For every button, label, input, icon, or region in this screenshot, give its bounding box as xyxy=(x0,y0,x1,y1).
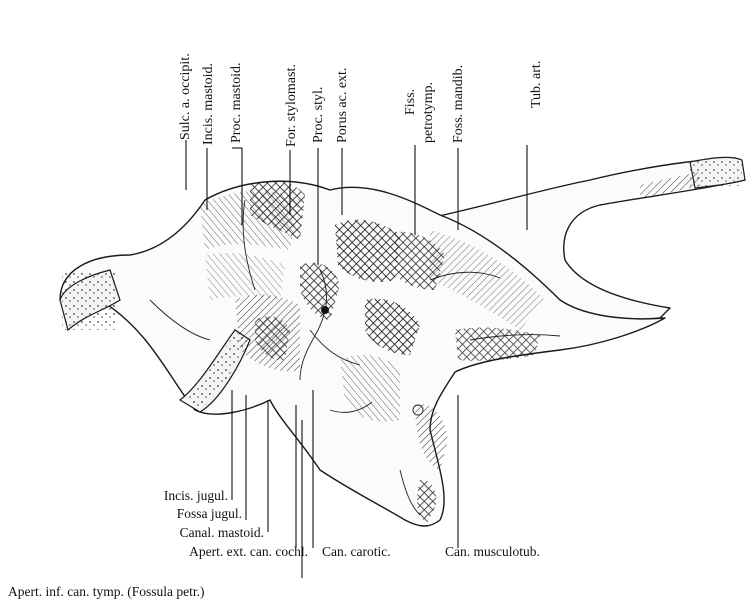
label-petrotymp: petrotymp. xyxy=(421,82,436,143)
label-fiss: Fiss. xyxy=(403,89,418,115)
labels-top: Sulc. a. occipit. Incis. mastoid. Proc. … xyxy=(178,53,544,147)
bone-drawing xyxy=(60,157,745,526)
label-can-musculotub: Can. musculotub. xyxy=(445,544,540,559)
label-canal-mastoid: Canal. mastoid. xyxy=(180,525,264,540)
label-apert-ext-can-cochl: Apert. ext. can. cochl. xyxy=(189,544,308,559)
label-fossa-jugul: Fossa jugul. xyxy=(177,506,242,521)
labels-bottom: Incis. jugul. Fossa jugul. Canal. mastoi… xyxy=(8,488,540,599)
stylomastoid-foramen xyxy=(321,306,329,314)
label-tub-art: Tub. art. xyxy=(529,61,544,108)
label-proc-styl: Proc. styl. xyxy=(311,87,326,143)
label-can-carotic: Can. carotic. xyxy=(322,544,391,559)
label-porus-ac-ext: Porus ac. ext. xyxy=(335,68,350,143)
label-for-stylomast: For. stylomast. xyxy=(284,64,299,147)
label-sulc-a-occipit: Sulc. a. occipit. xyxy=(178,53,193,140)
label-foss-mandib: Foss. mandib. xyxy=(451,65,466,143)
label-proc-mastoid: Proc. mastoid. xyxy=(229,63,244,144)
label-incis-jugul: Incis. jugul. xyxy=(164,488,228,503)
label-incis-mastoid: Incis. mastoid. xyxy=(201,63,216,145)
label-apert-inf-can-tymp: Apert. inf. can. tymp. (Fossula petr.) xyxy=(8,584,204,599)
